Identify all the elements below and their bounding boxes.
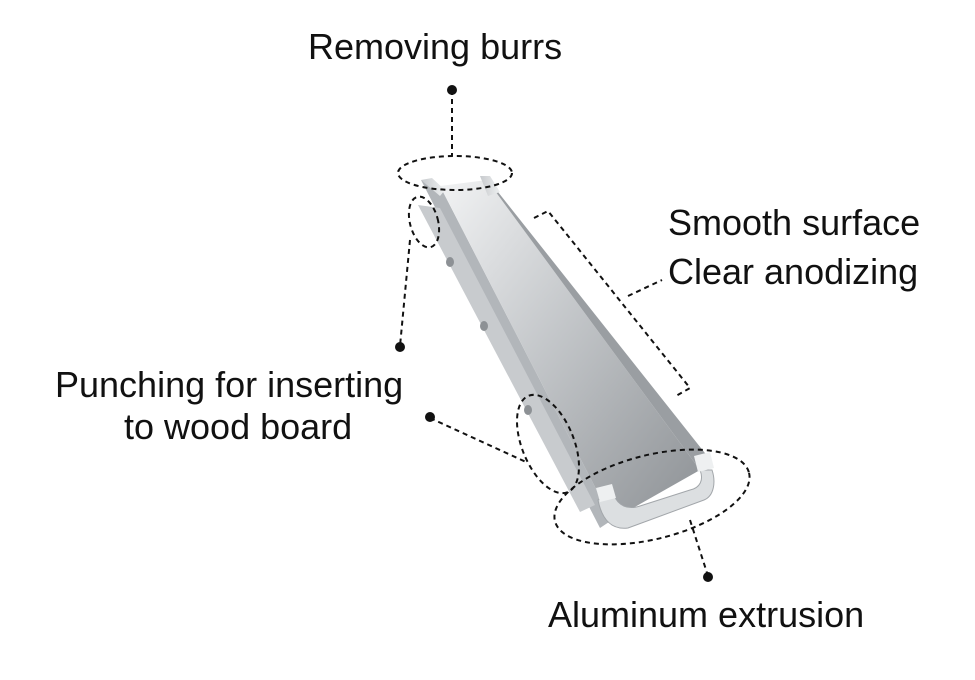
punch-hole: [524, 405, 532, 415]
extrusion-dot: [703, 572, 713, 582]
label-aluminum-extrusion: Aluminum extrusion: [548, 594, 865, 635]
surface-bracket: [533, 209, 692, 397]
punch-bottom-leader-line: [429, 417, 527, 463]
channel-end-lip-left: [596, 484, 616, 502]
burrs-highlight-ellipse: [397, 155, 513, 191]
punch-hole: [480, 321, 488, 331]
surface-leader-line: [627, 279, 663, 297]
burrs-dot: [447, 85, 457, 95]
punch-top-leader-line: [399, 239, 411, 347]
label-smooth-surface: Smooth surface: [668, 202, 921, 243]
channel-right-wall: [487, 180, 712, 470]
callout-dots: [395, 85, 713, 582]
channel-inner-floor: [440, 180, 700, 520]
channel-flange: [418, 205, 595, 512]
label-punching-line1: Punching for inserting: [55, 364, 404, 405]
label-removing-burrs: Removing burrs: [308, 26, 563, 67]
extrusion-highlight-ellipse: [553, 448, 751, 546]
punch-top-highlight-ellipse: [407, 195, 441, 249]
channel-left-lip: [421, 178, 445, 196]
extrusion-leader-line: [689, 519, 709, 577]
channel-end-lip-right: [694, 452, 714, 472]
label-punching-line2: to wood board: [124, 406, 353, 447]
punch-bottom-dot: [425, 412, 435, 422]
punch-top-dot: [395, 342, 405, 352]
punch-hole: [446, 257, 454, 267]
label-clear-anodizing: Clear anodizing: [668, 251, 919, 292]
aluminum-channel: [418, 176, 715, 529]
